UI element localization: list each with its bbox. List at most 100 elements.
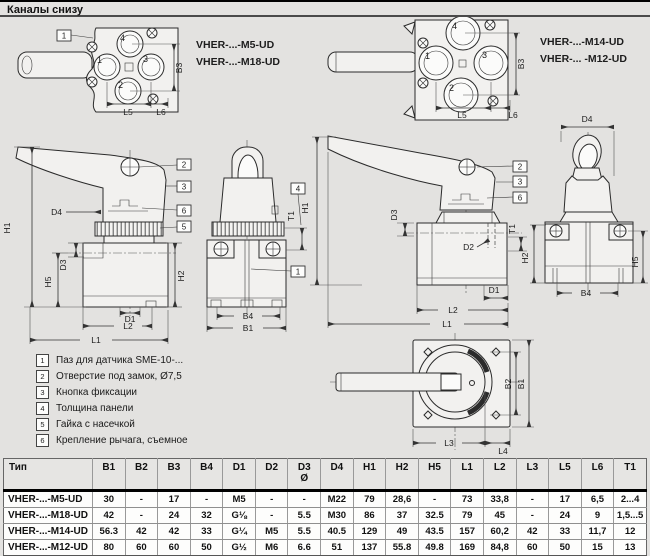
cell: -: [287, 490, 321, 508]
legend-text-2: Отверстие под замок, Ø7,5: [56, 370, 182, 382]
cell: 32: [189, 507, 223, 524]
cell: -: [254, 490, 288, 508]
cell: M30: [320, 507, 354, 524]
col-header-l3: L3: [515, 458, 549, 492]
dim-label-b4: B4: [243, 311, 254, 321]
row-type: VHER-...-M18-UD: [3, 507, 93, 524]
cell: 79: [450, 507, 484, 524]
cell: 15: [580, 539, 614, 556]
port-label-3: 3: [482, 50, 487, 60]
front-view-large-valve: D4 H2 H5 B4: [520, 114, 648, 298]
cell: 42: [124, 523, 158, 540]
top-view-m14-m12: 4 1 3 2 B3 L5 L6: [327, 15, 526, 121]
col-header-l1: L1: [450, 458, 484, 492]
col-header-h5: H5: [417, 458, 451, 492]
dim-label-t1: T1: [286, 211, 296, 221]
model-label-m5: VHER-...-M5-UD: [196, 39, 275, 51]
side-view-small-valve: H1 D4 D3 H5 H2 D1 L2 L1 2 3 6 5: [2, 146, 192, 345]
model-label-m14: VHER-...-M14-UD: [540, 36, 624, 48]
cell: 49.8: [417, 539, 451, 556]
col-header-d3-unit: Ø: [300, 473, 309, 484]
col-header-l6: L6: [580, 458, 614, 492]
cell: M5: [254, 523, 288, 540]
cell: 45: [482, 507, 517, 524]
port-label-4: 4: [452, 21, 457, 31]
dim-label-l2: L2: [123, 321, 133, 331]
dim-label-b2: B2: [503, 379, 513, 390]
dim-label-l1: L1: [442, 319, 452, 329]
port-label-3: 3: [143, 54, 148, 64]
cell: G½: [222, 539, 256, 556]
cell: 60: [124, 539, 158, 556]
legend-text-4: Толщина панели: [56, 402, 134, 414]
legend-num-5: 5: [36, 417, 49, 431]
col-header-d2: D2: [254, 458, 288, 492]
dim-label-d3: D3: [389, 209, 399, 220]
cell: 50: [548, 539, 582, 556]
dim-label-h5: H5: [630, 256, 640, 267]
legend-item: 5 Гайка с насечкой: [36, 416, 188, 432]
dim-label-h1: H1: [2, 222, 12, 233]
dim-label-h5: H5: [43, 276, 53, 287]
technical-drawings: 4 1 3 2 1 B3 L5 L6 VHER-...-M5-UD VHER-.…: [2, 15, 648, 456]
dim-label-t1: T1: [507, 224, 517, 234]
legend: 1 Паз для датчика SME-10-... 2 Отверстие…: [36, 352, 188, 448]
cell: 37: [385, 507, 419, 524]
cell: 5.5: [287, 523, 321, 540]
cell: 9: [580, 507, 614, 524]
cell: G⅛: [222, 507, 256, 524]
cell: 5.5: [287, 507, 321, 524]
side-view-large-valve: H1 D3 D2 D1 L2 L1 T1 2 3 6: [300, 135, 528, 329]
cell: -: [254, 507, 288, 524]
cell: 13: [613, 539, 647, 556]
callout-3: 3: [518, 178, 523, 187]
model-label-m12: VHER-... -M12-UD: [540, 53, 627, 65]
dim-label-h1: H1: [300, 202, 310, 213]
dim-label-l6: L6: [156, 107, 166, 117]
legend-num-3: 3: [36, 385, 49, 399]
cell: -: [124, 490, 158, 508]
cell: M6: [254, 539, 288, 556]
legend-item: 6 Крепление рычага, съемное: [36, 432, 188, 448]
cell: 11,7: [580, 523, 614, 540]
legend-num-2: 2: [36, 369, 49, 383]
row-type: VHER-...-M12-UD: [3, 539, 93, 556]
callout-2: 2: [182, 161, 187, 170]
legend-text-3: Кнопка фиксации: [56, 386, 138, 398]
cell: G¼: [222, 523, 256, 540]
front-view-small-valve: T1 4 1 B4 B1: [206, 140, 307, 333]
legend-item: 4 Толщина панели: [36, 400, 188, 416]
cell: 49: [385, 523, 419, 540]
callout-1: 1: [62, 32, 67, 41]
cell: 33: [548, 523, 582, 540]
cell: 169: [450, 539, 484, 556]
cell: -: [515, 490, 549, 508]
legend-num-4: 4: [36, 401, 49, 415]
cell: 6.6: [287, 539, 321, 556]
col-header-b2: B2: [124, 458, 158, 492]
callout-4: 4: [296, 185, 301, 194]
model-label-m18: VHER-...-M18-UD: [196, 56, 280, 68]
port-label-4: 4: [120, 33, 125, 43]
cell: -: [124, 507, 158, 524]
col-header-l2: L2: [482, 458, 517, 492]
cell: 137: [352, 539, 386, 556]
cell: 60: [157, 539, 191, 556]
cell: 33,8: [482, 490, 517, 508]
cell: 60: [515, 539, 549, 556]
port-label-2: 2: [449, 83, 454, 93]
cell: M5: [222, 490, 256, 508]
dim-label-b3: B3: [174, 63, 184, 74]
dim-label-b1: B1: [243, 323, 254, 333]
col-header-h1: H1: [352, 458, 386, 492]
cell: 43.5: [417, 523, 451, 540]
legend-item: 3 Кнопка фиксации: [36, 384, 188, 400]
cell: 30: [92, 490, 126, 508]
panel-top-view: B2 B1 L3 L4: [330, 333, 534, 456]
dim-label-b1: B1: [516, 379, 526, 390]
dim-label-d1: D1: [125, 314, 136, 324]
dim-label-d4: D4: [51, 207, 62, 217]
port-label-2: 2: [118, 80, 123, 90]
